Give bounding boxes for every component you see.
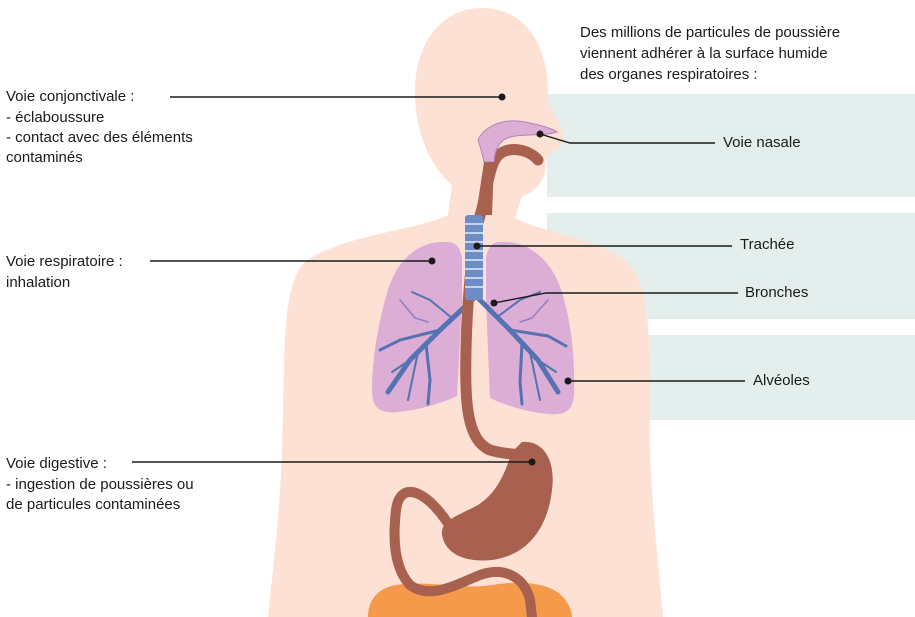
intestine [368, 583, 572, 617]
route-respiratoire-title: Voie respiratoire : [6, 252, 123, 272]
label-bronches: Bronches [745, 283, 808, 303]
route-conjonctivale-title: Voie conjonctivale : [6, 87, 134, 107]
route-digestive-items: - ingestion de poussières ou de particul… [6, 475, 194, 515]
label-voie-nasale: Voie nasale [723, 133, 801, 153]
label-alveoles: Alvéoles [753, 371, 810, 391]
intro-text: Des millions de particules de poussière … [580, 22, 910, 85]
route-digestive-title: Voie digestive : [6, 454, 107, 474]
label-trachee: Trachée [740, 235, 794, 255]
route-respiratoire-items: inhalation [6, 273, 70, 293]
route-conjonctivale-items: - éclaboussure - contact avec des élémen… [6, 108, 193, 168]
